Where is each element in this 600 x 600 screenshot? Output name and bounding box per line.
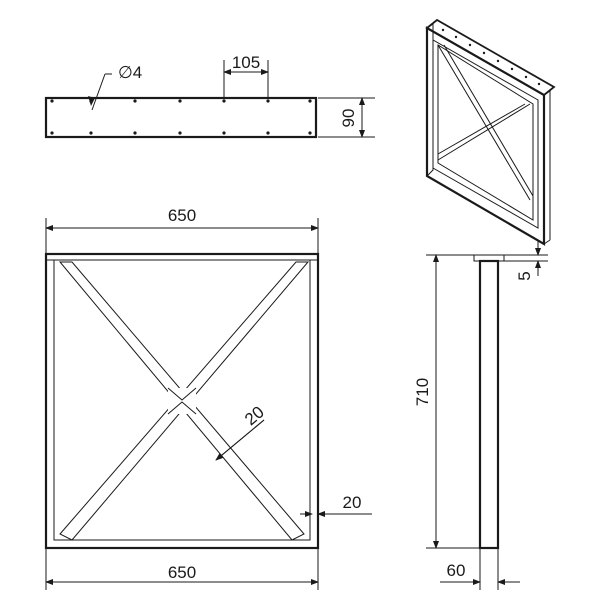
height-label: 710 — [413, 378, 432, 406]
hole-diameter-label: ∅4 — [118, 63, 142, 82]
top-width-label: 650 — [168, 206, 196, 225]
diagonal-width-label: 20 — [241, 402, 268, 429]
side-leg — [478, 259, 500, 550]
frame-width-dimension: 20 — [300, 493, 372, 517]
mounting-holes — [50, 99, 312, 135]
bottom-width-dimension: 650 — [45, 548, 319, 590]
diagonal-bar-1 — [58, 261, 305, 541]
frame-width-label: 20 — [343, 493, 362, 512]
diagonal-bar-2 — [59, 261, 310, 541]
top-plate-view: ∅4 105 90 — [44, 53, 375, 139]
front-frame-outer — [44, 252, 320, 550]
depth-label: 60 — [447, 561, 466, 580]
top-plate-outline — [44, 96, 318, 139]
diagonal-width-dimension: 20 — [215, 402, 268, 461]
height-dimension: 710 — [413, 254, 480, 549]
hole-spacing-label: 105 — [232, 53, 260, 72]
plate-height-label: 90 — [339, 109, 358, 128]
top-width-dimension: 650 — [45, 206, 319, 254]
front-frame-inner — [53, 259, 311, 541]
side-view: 710 5 60 — [413, 240, 548, 590]
plate-height-dimension: 90 — [318, 97, 375, 138]
plate-thickness-label: 5 — [515, 271, 534, 280]
front-view: 650 650 20 20 — [44, 206, 372, 590]
hole-diameter-leader: ∅4 — [88, 63, 142, 111]
plate-thickness-dimension: 5 — [504, 240, 548, 281]
isometric-view — [425, 18, 556, 246]
depth-dimension: 60 — [440, 548, 520, 590]
hole-spacing-dimension: 105 — [223, 53, 269, 98]
bottom-width-label: 650 — [168, 563, 196, 582]
